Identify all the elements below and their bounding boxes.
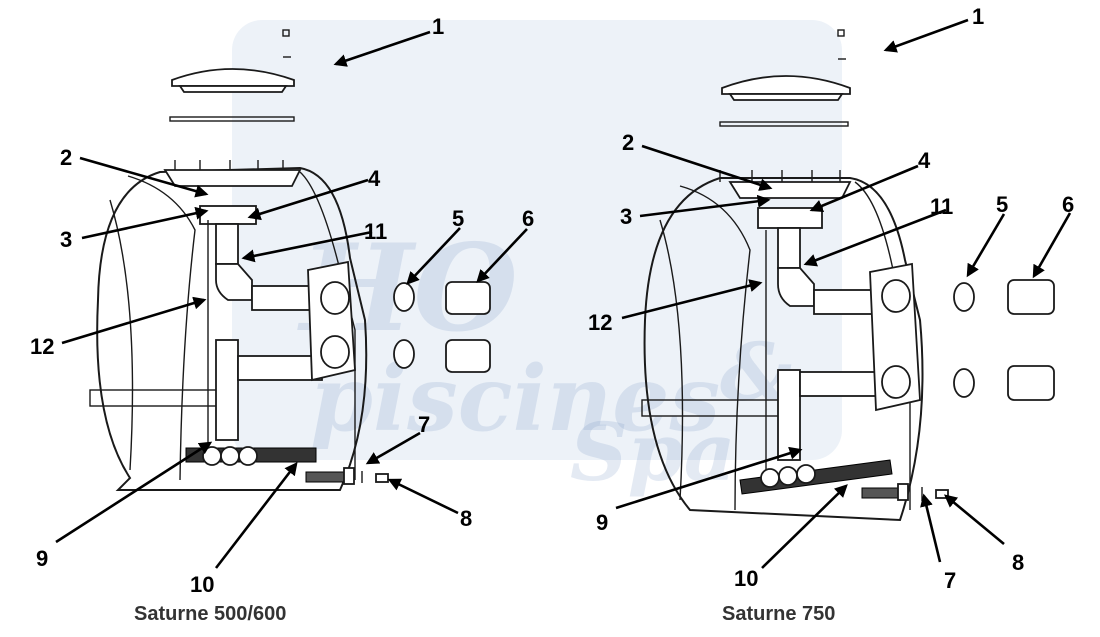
callout-5-left: 5 [452, 206, 464, 231]
callout-2-right: 2 [622, 130, 634, 155]
callout-12-right: 12 [588, 310, 612, 335]
callout-4-left: 4 [368, 166, 381, 191]
callout-5-right: 5 [996, 192, 1008, 217]
callout-8-right: 8 [1012, 550, 1024, 575]
watermark: HO piscines & Spa [232, 20, 842, 499]
callout-1-left: 1 [432, 14, 444, 39]
lid-left [169, 29, 295, 122]
callout-9-right: 9 [596, 510, 608, 535]
callout-numbers-left: 1 2 3 4 5 6 7 8 9 10 11 12 [30, 14, 534, 597]
callout-arrows-right [615, 18, 1072, 569]
filter-left [89, 29, 491, 491]
callout-11-right: 11 [930, 194, 953, 219]
callout-10-left: 10 [190, 572, 214, 597]
callout-10-right: 10 [734, 566, 758, 591]
callout-3-right: 3 [620, 204, 632, 229]
callout-6-right: 6 [1062, 192, 1074, 217]
callout-3-left: 3 [60, 227, 72, 252]
callout-arrows-left [55, 30, 528, 569]
callout-7-left: 7 [418, 412, 430, 437]
callout-2-left: 2 [60, 145, 72, 170]
callout-4-right: 4 [918, 148, 931, 173]
caption-left: Saturne 500/600 [134, 603, 286, 625]
callout-1-right: 1 [972, 4, 984, 29]
lid-right [719, 29, 851, 127]
filter-right [641, 29, 1055, 522]
callout-12-left: 12 [30, 334, 54, 359]
callout-9-left: 9 [36, 546, 48, 571]
callout-7-right: 7 [944, 568, 956, 593]
callout-numbers-right: 1 2 3 4 5 6 7 8 9 10 11 12 [588, 4, 1074, 593]
callout-8-left: 8 [460, 506, 472, 531]
watermark-line3: Spa [570, 405, 736, 499]
callout-11-left: 11 [364, 219, 387, 244]
caption-right: Saturne 750 [722, 603, 835, 625]
callout-6-left: 6 [522, 206, 534, 231]
watermark-line1: piscines [310, 346, 720, 452]
